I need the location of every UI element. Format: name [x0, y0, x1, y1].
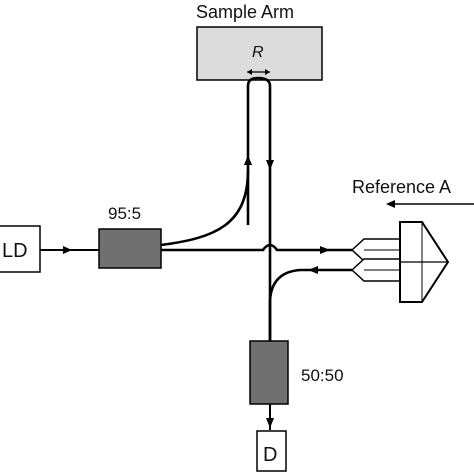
reference-motion-arrowhead — [386, 200, 395, 208]
reference-arm-label: Reference A — [352, 177, 451, 197]
coupler-95-5-label: 95:5 — [108, 204, 141, 223]
coupler-to-sample-fiber — [160, 169, 250, 247]
reference-out-arrow — [320, 246, 330, 254]
coupler-50-50 — [249, 340, 289, 405]
sample-down-arrow — [266, 160, 274, 170]
sample-up-arrow — [244, 155, 252, 165]
laser-diode-label: LD — [2, 240, 28, 262]
detector-arrow — [266, 418, 274, 428]
source-arrow — [63, 246, 72, 254]
r-span-arrowheads — [247, 69, 270, 75]
coupler-95-5 — [98, 228, 162, 269]
coupler-50-50-label: 50:50 — [301, 366, 344, 385]
reference-lower-fiber — [268, 268, 352, 345]
reference-upper-fiber — [161, 243, 352, 252]
sample-arm-label: Sample Arm — [196, 2, 294, 22]
detector-box — [256, 430, 287, 472]
sample-arm-loop-fiber — [246, 76, 272, 400]
detector-label: D — [263, 444, 277, 466]
r-symbol: R — [252, 44, 264, 61]
reference-back-arrow — [308, 266, 318, 274]
sample-arm-box — [196, 26, 323, 81]
